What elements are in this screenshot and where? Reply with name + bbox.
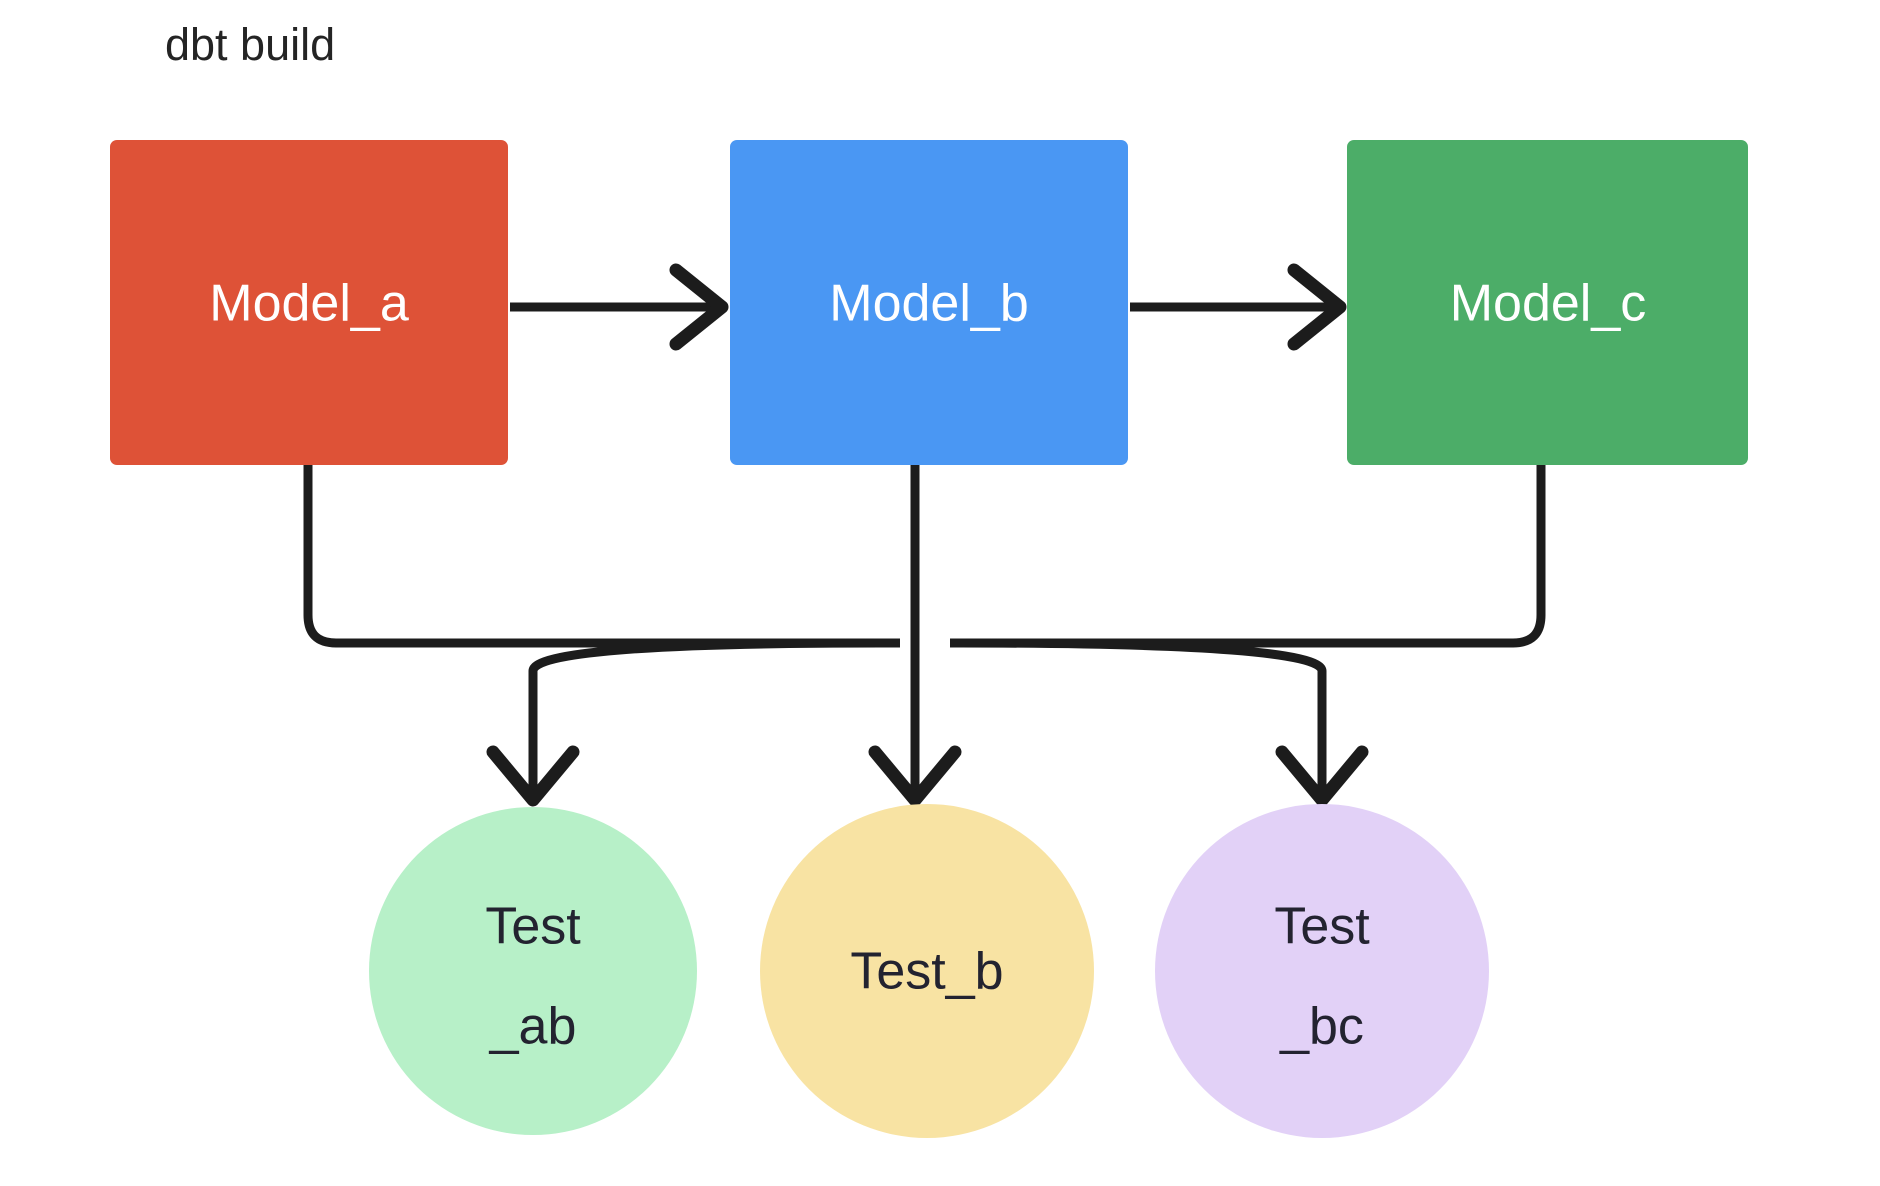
test-bc-label-line2: _bc	[1279, 998, 1364, 1056]
model-a-label: Model_a	[209, 275, 409, 333]
edge-model-b-to-model-c	[1130, 263, 1347, 351]
node-model-b[interactable]: Model_b	[730, 140, 1128, 465]
test-ab-shape[interactable]	[369, 807, 697, 1135]
edge-model-a-to-test-bus	[303, 465, 900, 648]
test-b-shape[interactable]	[760, 804, 1094, 1138]
model-b-label: Model_b	[829, 275, 1028, 333]
node-test-ab[interactable]: Test _ab	[369, 807, 697, 1135]
node-test-b[interactable]: Test_b	[760, 804, 1094, 1138]
model-c-shape[interactable]	[1347, 140, 1748, 465]
node-model-c[interactable]: Model_c	[1347, 140, 1748, 465]
model-b-shape[interactable]	[730, 140, 1128, 465]
model-a-shape[interactable]	[110, 140, 508, 465]
test-bc-shape[interactable]	[1155, 804, 1489, 1138]
edge-model-b-to-test-b	[868, 465, 962, 807]
model-c-label: Model_c	[1450, 275, 1647, 333]
test-b-label-line1: Test_b	[850, 943, 1003, 1001]
node-model-a[interactable]: Model_a	[110, 140, 508, 465]
test-ab-label-line2: _ab	[489, 998, 577, 1056]
edge-bus-to-test-ab	[486, 638, 881, 807]
edge-bus-to-test-bc	[959, 638, 1369, 807]
node-test-bc[interactable]: Test _bc	[1155, 804, 1489, 1138]
test-ab-label-line1: Test	[485, 898, 581, 956]
page-title: dbt build	[165, 19, 335, 70]
edge-model-c-to-test-bus	[950, 465, 1546, 648]
edge-model-a-to-model-b	[510, 263, 729, 351]
test-bc-label-line1: Test	[1274, 898, 1370, 956]
